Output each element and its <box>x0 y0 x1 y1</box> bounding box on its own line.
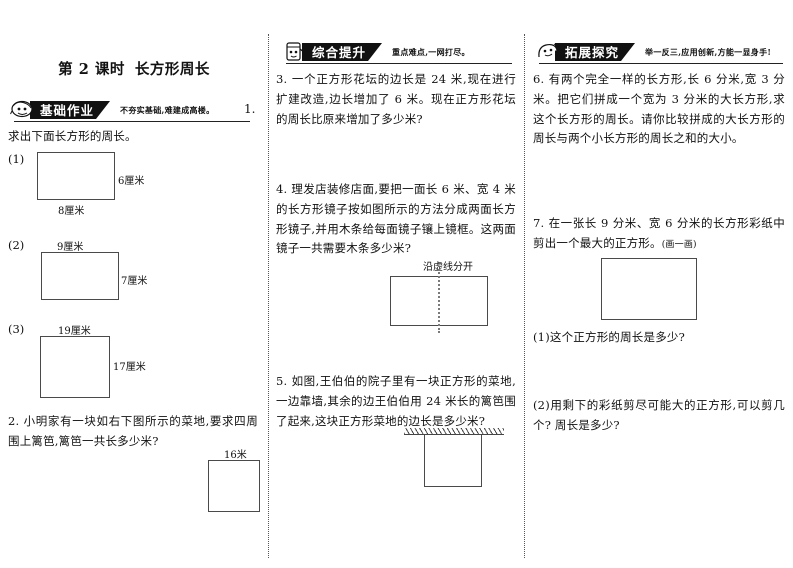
question-7-hint: (画一画) <box>661 239 697 250</box>
question-1-text: 求出下面长方形的周长。 <box>8 129 137 143</box>
question-7-sub-2-text: (2)用剩下的彩纸剪尽可能大的正方形,可以剪几个? 周长是多少? <box>533 398 785 432</box>
rectangle-figure-1 <box>37 152 115 200</box>
figure-1-height-label: 6厘米 <box>118 176 145 187</box>
section-header-extension: 拓展探究 举一反三,应用创新,方能一显身手! <box>535 42 789 72</box>
figure-1-number: (1) <box>8 152 25 166</box>
item-number-1: 1. <box>244 102 256 116</box>
column-two: 综合提升 重点难点,一网打尽。 3. 一个正方形花坛的边长是 24 米,现在进行… <box>268 0 525 568</box>
column-divider-right <box>524 34 525 558</box>
question-3-number: 3. <box>276 72 288 86</box>
section-rule-basic <box>14 121 250 122</box>
figure-3-number: (3) <box>8 322 25 336</box>
column-three: 拓展探究 举一反三,应用创新,方能一显身手! 6. 有两个完全一样的长方形,长 … <box>525 0 793 568</box>
figure-3-width-label: 19厘米 <box>58 326 91 337</box>
question-7: 7. 在一张长 9 分米、宽 6 分米的长方形彩纸中剪出一个最大的正方形。(画一… <box>533 214 785 254</box>
page-title-lesson: 第 2 课时 <box>58 61 125 78</box>
section-motto-extension: 举一反三,应用创新,方能一显身手! <box>645 46 772 57</box>
section-tag-extension: 拓展探究 <box>555 43 635 61</box>
figure-2-number: (2) <box>8 238 25 252</box>
question-5: 5. 如图,王伯伯的院子里有一块正方形的菜地,一边靠墙,其余的边王伯伯用 24 … <box>276 372 516 431</box>
section-tag-comprehensive: 综合提升 <box>302 43 382 61</box>
question-4-figure-caption: 沿虚线分开 <box>423 262 473 273</box>
section-rule-extension <box>539 63 783 64</box>
question-4-text: 理发店装修店面,要把一面长 6 米、宽 4 米的长方形镜子按如图所示的方法分成两… <box>276 182 516 256</box>
question-7-text: 在一张长 9 分米、宽 6 分米的长方形彩纸中剪出一个最大的正方形。 <box>533 216 786 250</box>
question-2-square-figure <box>208 460 260 512</box>
question-2-number: 2. <box>8 414 20 428</box>
question-5-text: 如图,王伯伯的院子里有一块正方形的菜地,一边靠墙,其余的边王伯伯用 24 米长的… <box>276 374 517 428</box>
question-3-text: 一个正方形花坛的边长是 24 米,现在进行扩建改造,边长增加了 6 米。现在正方… <box>276 72 516 126</box>
figure-3-height-label: 17厘米 <box>113 362 146 373</box>
question-2-figure-label: 16米 <box>224 450 247 461</box>
question-7-sub-2: (2)用剩下的彩纸剪尽可能大的正方形,可以剪几个? 周长是多少? <box>533 396 785 436</box>
question-5-wall-hatching <box>404 428 504 435</box>
question-7-sub-1-text: (1)这个正方形的周长是多少? <box>533 330 685 344</box>
question-4-number: 4. <box>276 182 288 196</box>
question-6-text: 有两个完全一样的长方形,长 6 分米,宽 3 分米。把它们拼成一个宽为 3 分米… <box>533 72 785 146</box>
question-2-text: 小明家有一块如右下图所示的菜地,要求四周围上篱笆,篱笆一共长多少米? <box>8 414 259 448</box>
question-5-square-figure <box>424 435 482 487</box>
question-5-number: 5. <box>276 374 288 388</box>
column-one: 第 2 课时长方形周长 基础作业 不夯实基础,难建成高楼。 <box>0 0 268 568</box>
question-7-number: 7. <box>533 216 545 230</box>
question-4-split-dashed-line <box>438 269 440 333</box>
question-2: 2. 小明家有一块如右下图所示的菜地,要求四周围上篱笆,篱笆一共长多少米? <box>8 412 258 452</box>
question-6: 6. 有两个完全一样的长方形,长 6 分米,宽 3 分米。把它们拼成一个宽为 3… <box>533 70 785 149</box>
student-mascot-icon <box>282 41 308 63</box>
figure-2-width-label: 9厘米 <box>57 242 84 253</box>
question-1-prompt: 求出下面长方形的周长。 <box>8 127 258 147</box>
section-motto-basic: 不夯实基础,难建成高楼。 <box>120 104 215 115</box>
section-header-basic: 基础作业 不夯实基础,难建成高楼。 <box>10 100 258 130</box>
page-title-topic: 长方形周长 <box>134 61 210 78</box>
question-4: 4. 理发店装修店面,要把一面长 6 米、宽 4 米的长方形镜子按如图所示的方法… <box>276 180 516 259</box>
figure-1-width-label: 8厘米 <box>58 206 85 217</box>
question-7-sub-1: (1)这个正方形的周长是多少? <box>533 328 785 348</box>
question-3: 3. 一个正方形花坛的边长是 24 米,现在进行扩建改造,边长增加了 6 米。现… <box>276 70 516 129</box>
section-rule-comprehensive <box>286 63 512 64</box>
section-motto-comprehensive: 重点难点,一网打尽。 <box>392 46 470 57</box>
section-tag-basic: 基础作业 <box>30 101 110 119</box>
figure-2-height-label: 7厘米 <box>121 276 148 287</box>
section-header-comprehensive: 综合提升 重点难点,一网打尽。 <box>282 42 522 72</box>
column-divider-left <box>268 34 269 558</box>
student-mascot-icon <box>10 99 36 121</box>
rectangle-figure-3 <box>40 336 110 398</box>
page-title: 第 2 课时长方形周长 <box>0 58 268 79</box>
rectangle-figure-2 <box>41 252 119 300</box>
question-7-rectangle-figure <box>601 258 697 320</box>
student-mascot-icon <box>535 41 561 63</box>
question-6-number: 6. <box>533 72 545 86</box>
